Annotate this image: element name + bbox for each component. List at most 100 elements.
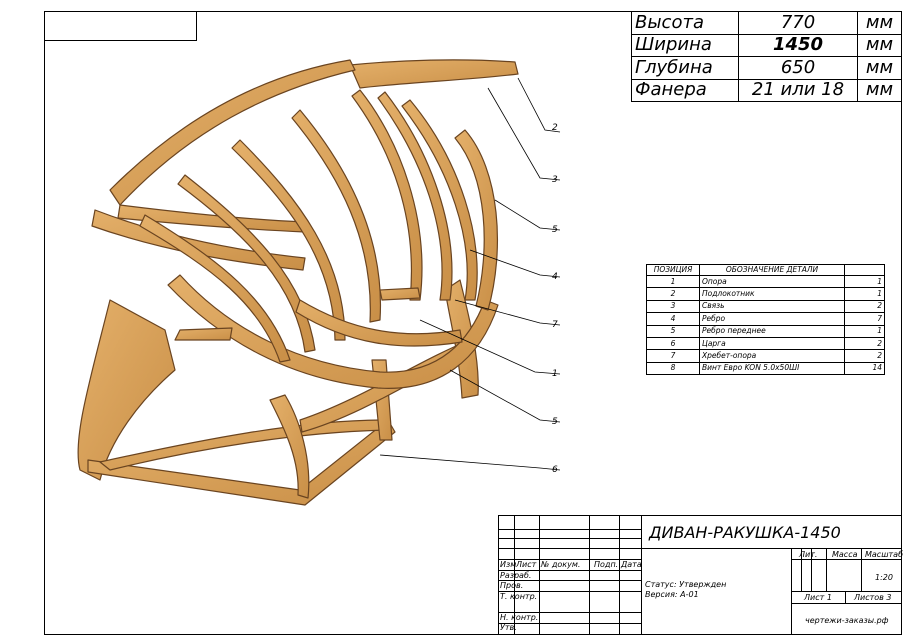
side-support-left xyxy=(77,299,176,481)
tb-line xyxy=(826,548,827,591)
leader-line xyxy=(487,87,561,181)
tb-line xyxy=(499,559,641,560)
front-leg xyxy=(269,394,310,499)
parts-qty: 2 xyxy=(844,300,885,313)
drawing-frame xyxy=(44,11,902,635)
callout-labels: 2 3 5 4 7 1 5 6 xyxy=(552,123,558,475)
callout-label: 7 xyxy=(552,320,558,330)
armrest-top xyxy=(349,59,519,89)
tb-line xyxy=(514,516,515,634)
callout-label: 3 xyxy=(552,175,558,185)
col-list: Лист xyxy=(516,560,537,569)
tb-line xyxy=(861,548,862,591)
mass-label: Масса xyxy=(832,550,858,559)
tb-line xyxy=(499,538,641,539)
rib xyxy=(351,89,423,301)
dimension-value: 770 xyxy=(738,11,858,35)
tb-line xyxy=(499,612,641,613)
dimension-label: Высота xyxy=(631,11,739,35)
site-name: чертежи-заказы.рф xyxy=(805,616,889,625)
rib xyxy=(231,139,346,341)
rib xyxy=(177,174,316,353)
top-left-stamp-box xyxy=(44,11,197,41)
parts-qty: 1 xyxy=(844,325,885,338)
callout-label: 5 xyxy=(552,225,558,235)
parts-header-qty xyxy=(844,264,885,276)
parts-qty: 1 xyxy=(844,275,885,288)
version-text: Версия: А-01 xyxy=(645,590,699,599)
rib xyxy=(139,214,291,363)
tb-line xyxy=(791,559,901,560)
scale-label: Масштаб xyxy=(865,550,904,559)
dimension-row: Высота 770 мм xyxy=(631,11,902,35)
row-t-kontr: Т. контр. xyxy=(500,592,538,601)
sheet-number: Лист 1 xyxy=(804,593,832,602)
dimension-label: Глубина xyxy=(631,56,739,80)
rib xyxy=(377,91,453,301)
end-block xyxy=(379,287,421,301)
col-doc: № докум. xyxy=(541,560,581,569)
parts-qty: 14 xyxy=(844,362,885,375)
dimension-unit: мм xyxy=(857,78,902,102)
dimensions-table: Высота 770 мм Ширина 1450 мм Глубина 650… xyxy=(631,11,902,102)
lit-label: Лит. xyxy=(799,550,818,559)
top-rail-back xyxy=(109,59,356,206)
tb-line xyxy=(539,516,540,634)
leader-line xyxy=(379,454,561,471)
tb-line xyxy=(589,516,590,634)
row-utv: Утв. xyxy=(500,623,517,632)
leader-line xyxy=(449,369,561,423)
status-text: Статус: Утвержден xyxy=(645,580,727,589)
tb-line xyxy=(811,548,812,591)
col-data: Дата xyxy=(621,560,642,569)
spine xyxy=(295,299,463,347)
tb-line xyxy=(801,548,802,591)
tb-line xyxy=(499,623,641,624)
drawing-title: ДИВАН-РАКУШКА-1450 xyxy=(649,523,841,542)
row-prov: Пров. xyxy=(500,581,524,590)
row-razrab: Разраб. xyxy=(500,571,532,580)
rib xyxy=(401,99,478,301)
col-izm: Изм xyxy=(500,560,517,569)
callout-label: 4 xyxy=(552,272,558,282)
parts-qty: 7 xyxy=(844,312,885,325)
dimension-value: 650 xyxy=(738,56,858,80)
dimension-unit: мм xyxy=(857,33,902,57)
callout-label: 5 xyxy=(552,417,558,427)
parts-qty: 2 xyxy=(844,337,885,350)
rib xyxy=(291,109,382,323)
callout-label: 1 xyxy=(552,369,558,379)
dimension-row: Фанера 21 или 18 мм xyxy=(631,78,902,102)
chair-frame xyxy=(77,59,519,506)
dimension-value: 21 или 18 xyxy=(738,78,858,102)
parts-qty: 1 xyxy=(844,287,885,301)
row-n-kontr: Н. контр. xyxy=(500,613,539,622)
tb-line xyxy=(499,548,901,549)
leader-lines xyxy=(379,77,561,471)
tb-line xyxy=(499,529,641,530)
callout-label: 6 xyxy=(552,465,558,475)
tb-line xyxy=(619,516,620,634)
leader-line xyxy=(517,77,561,133)
leader-line xyxy=(469,249,561,278)
title-block: ДИВАН-РАКУШКА-1450 Изм Лист № докум. Под… xyxy=(498,515,904,635)
tb-line xyxy=(845,591,846,603)
tb-line xyxy=(499,570,641,571)
end-block xyxy=(174,327,233,341)
front-seat-curve xyxy=(167,274,499,389)
scale-value: 1:20 xyxy=(875,573,893,582)
parts-qty: 2 xyxy=(844,349,885,363)
col-podp: Подп. xyxy=(594,560,619,569)
callout-label: 2 xyxy=(552,123,558,133)
tb-line xyxy=(499,591,641,592)
leader-line xyxy=(494,199,561,231)
